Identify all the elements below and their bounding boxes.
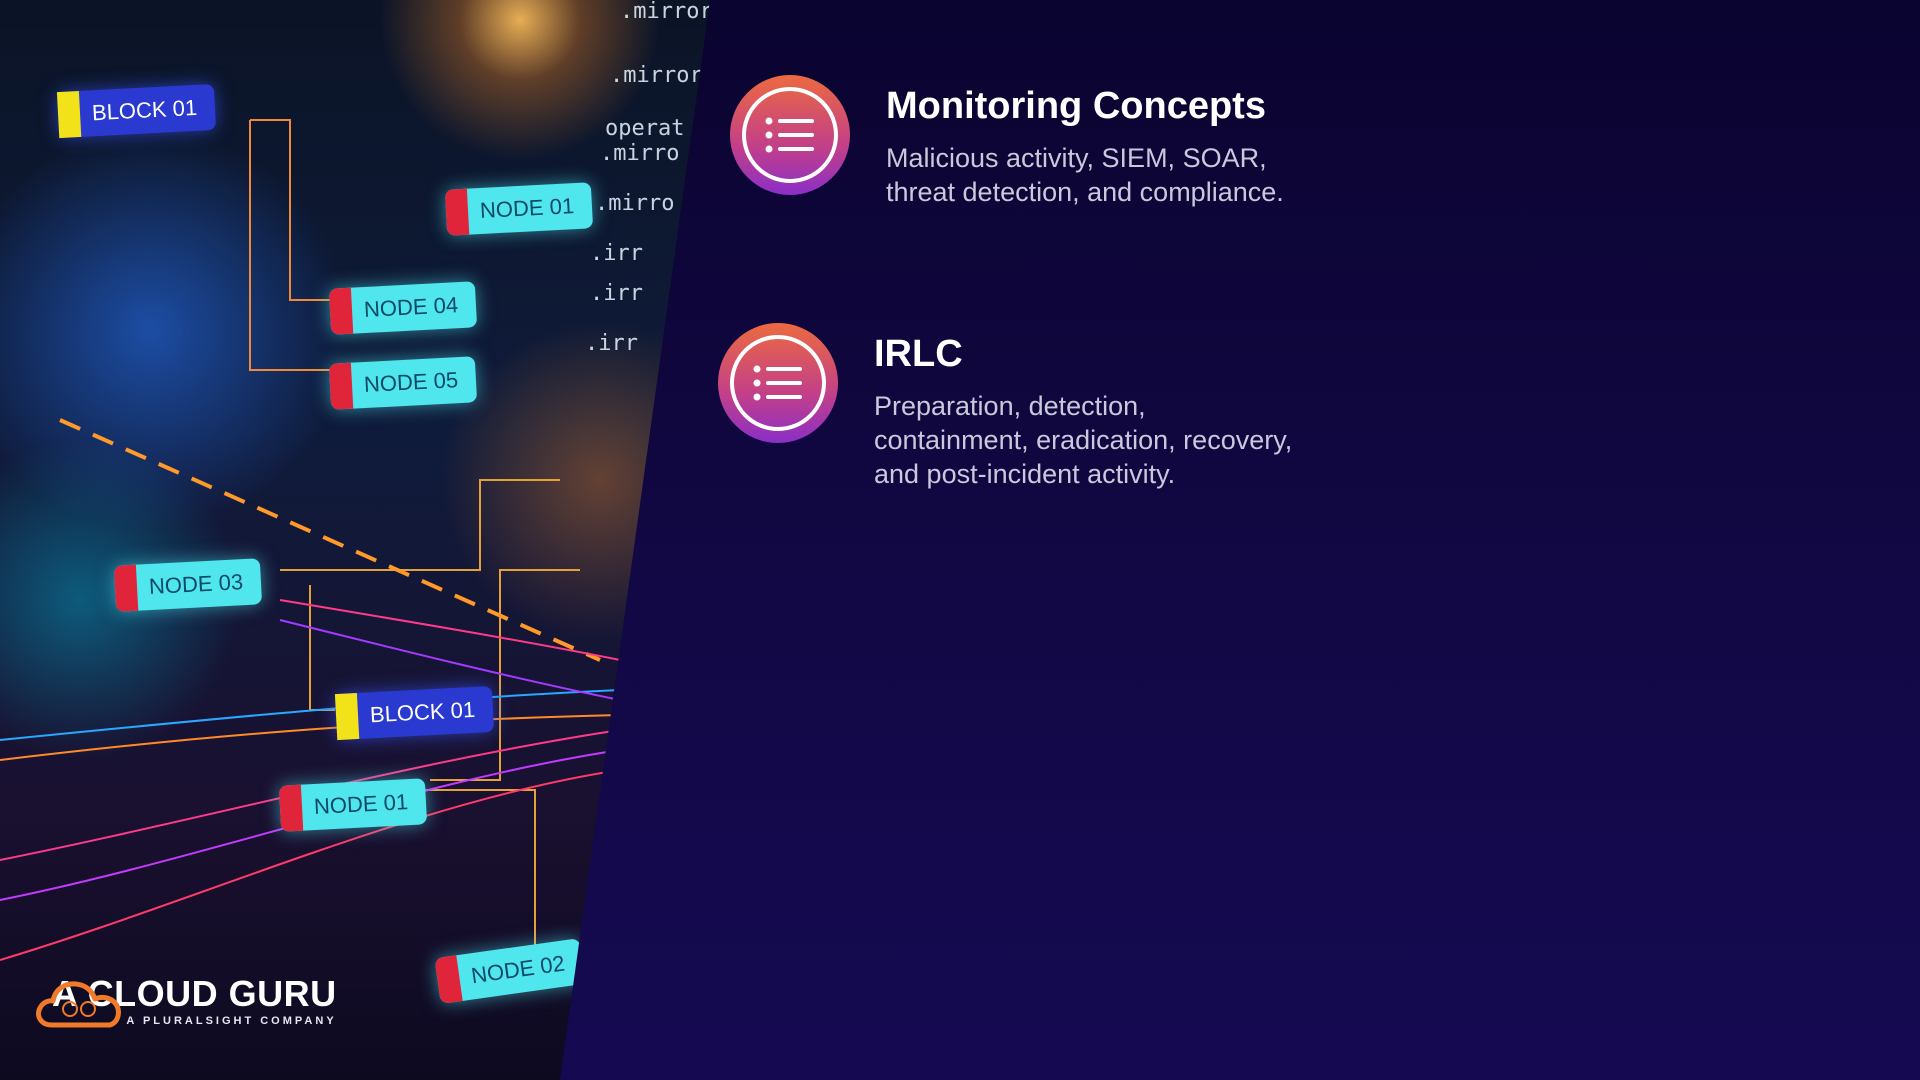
list-icon <box>730 75 850 195</box>
svg-text:.mirror: .mirror <box>620 0 710 24</box>
hero-network-image: .mirror .mirror operat .mirro .mirro .ir… <box>0 0 710 1080</box>
item-description: Malicious activity, SIEM, SOAR, threat d… <box>886 143 1284 207</box>
item-title: IRLC <box>874 333 963 375</box>
network-lines-graphic: .mirror .mirror operat .mirro .mirro .ir… <box>0 0 710 980</box>
svg-text:.irr: .irr <box>585 331 638 356</box>
brand-tagline: A PLURALSIGHT COMPANY <box>126 1015 337 1027</box>
svg-text:.irr: .irr <box>590 281 643 306</box>
content-item-irlc: IRLC Preparation, detection, containment… <box>718 323 1294 491</box>
svg-text:.mirro: .mirro <box>595 191 674 216</box>
item-description: Preparation, detection, containment, era… <box>874 391 1293 489</box>
hero-node: NODE 01 <box>444 182 594 236</box>
svg-text:operat: operat <box>605 116 684 141</box>
brand-name: A CLOUD GURU <box>52 973 337 1014</box>
list-icon <box>718 323 838 443</box>
hero-node: NODE 03 <box>113 558 263 612</box>
hero-node: BLOCK 01 <box>334 685 495 741</box>
hero-node: NODE 04 <box>328 281 478 335</box>
brand-logo: A CLOUD GURU A PLURALSIGHT COMPANY <box>34 973 337 1028</box>
cloud-logo-icon <box>36 981 121 1028</box>
hero-node: NODE 05 <box>328 356 478 410</box>
svg-text:.irr: .irr <box>590 241 643 266</box>
hero-node: NODE 01 <box>278 778 428 832</box>
svg-text:.mirro: .mirro <box>600 141 679 166</box>
item-title: Monitoring Concepts <box>886 85 1266 127</box>
hero-node: BLOCK 01 <box>56 83 217 139</box>
content-item-monitoring: Monitoring Concepts Malicious activity, … <box>730 75 1306 209</box>
svg-text:.mirror: .mirror <box>610 63 703 88</box>
